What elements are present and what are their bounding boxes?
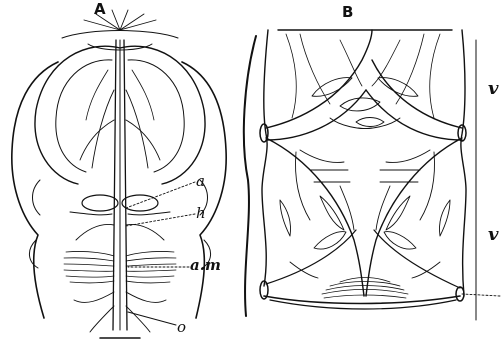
annotation-a: a (196, 174, 205, 189)
annotation-v-lower: v (488, 226, 498, 244)
figure-a-drawing (12, 10, 226, 338)
panel-label-a: A (94, 2, 106, 17)
annotation-am: a.m (190, 258, 221, 273)
annotation-v-upper: v (488, 80, 498, 98)
figure-b-drawing (244, 30, 500, 320)
annotation-o: o (177, 320, 186, 335)
annotation-h: h (196, 206, 206, 221)
panel-label-b: B (342, 5, 353, 20)
